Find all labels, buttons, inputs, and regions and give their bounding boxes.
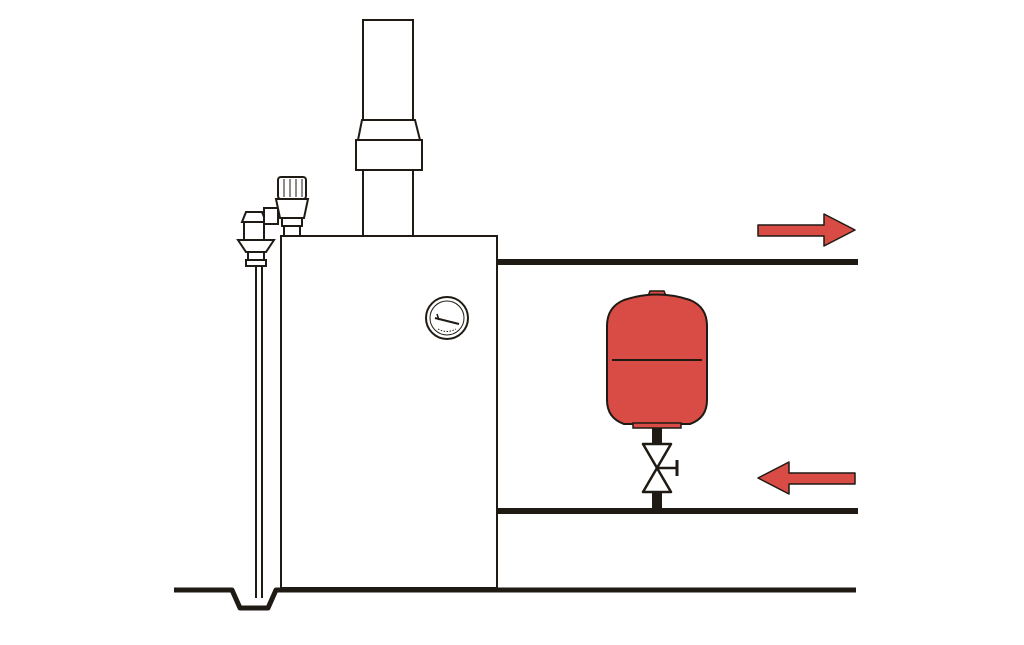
supply-flow-arrow-icon: [757, 213, 856, 247]
valve-connector-stem: [652, 492, 662, 509]
boiler-cabinet: [280, 235, 498, 589]
chimney-flue-pipe: [355, 19, 423, 237]
shutoff-valve: [641, 442, 679, 494]
temperature-gauge: [425, 296, 469, 340]
air-vent-and-safety-valve: [236, 176, 310, 267]
tank-connector-stem: [652, 428, 662, 444]
drain-pipe: [255, 266, 263, 598]
floor-line: [174, 587, 856, 611]
expansion-tank: [606, 290, 708, 429]
return-flow-arrow-icon: [757, 461, 856, 495]
